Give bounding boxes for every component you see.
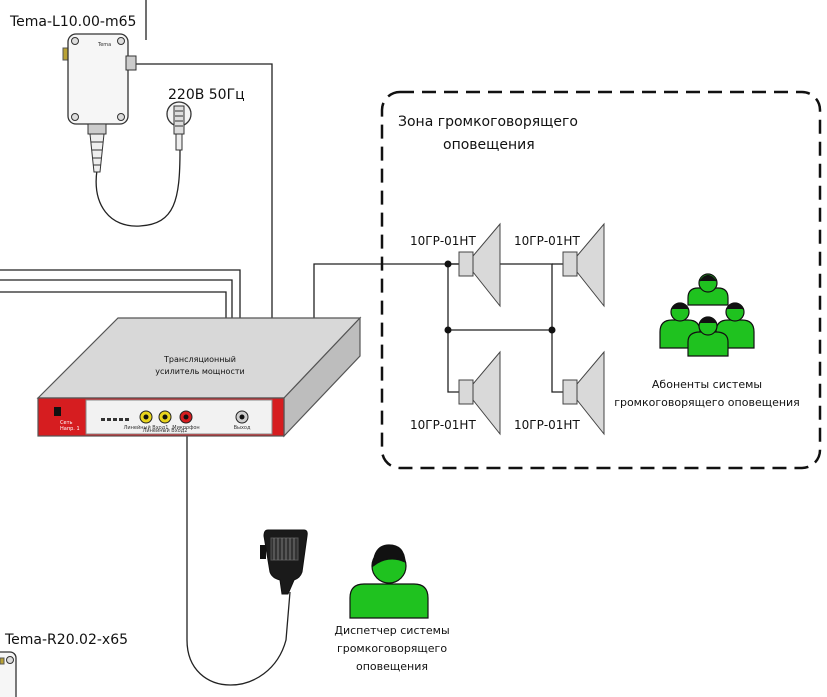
speaker-2[interactable]	[562, 222, 605, 308]
indicator-label-2: Напр. 1	[60, 426, 80, 432]
power-plug[interactable]	[166, 101, 192, 151]
amplifier[interactable]	[36, 316, 362, 438]
sensor-bottom-model: Tema-R20.02-x65	[4, 632, 128, 648]
dispatcher-label-1: Диспетчер системы	[334, 624, 449, 637]
speaker-1-label: 10ГР-01НТ	[410, 234, 476, 248]
speaker-bus-left	[447, 264, 460, 393]
jack-label-microphone: Микрофон	[172, 425, 199, 431]
zone-title-2: оповещения	[443, 137, 535, 153]
power-plug-label: 220В 50Гц	[168, 87, 245, 103]
speaker-4[interactable]	[562, 350, 605, 436]
microphone-cable	[186, 436, 291, 686]
dispatcher-label-3: оповещения	[356, 660, 428, 673]
jack-label-line2: Линейный Вход2	[143, 427, 188, 434]
amplifier-title-2: усилитель мощности	[155, 367, 244, 376]
left-wire-1	[0, 269, 241, 326]
zone-boundary	[380, 90, 822, 470]
dispatcher-icon	[349, 544, 429, 619]
sensor-top[interactable]: Tema	[62, 33, 137, 173]
jack-label-line1: Линейный Вход1	[124, 424, 169, 431]
sensor-top-model: Tema-L10.00-m65	[9, 14, 136, 30]
power-cable	[95, 149, 181, 227]
sensor-bottom[interactable]	[0, 651, 17, 697]
speaker-4-label: 10ГР-01НТ	[514, 418, 580, 432]
subscribers-group-icon	[659, 273, 755, 357]
speaker-3[interactable]	[458, 350, 501, 436]
subscribers-label-2: громкоговорящего оповещения	[614, 396, 800, 409]
dispatcher-label-2: громкоговорящего	[337, 642, 447, 655]
speaker-2-label: 10ГР-01НТ	[514, 234, 580, 248]
sensor-top-mini-label: Tema	[97, 42, 111, 48]
junctions	[444, 260, 556, 334]
amplifier-title-1: Трансляционный	[163, 355, 236, 364]
amp-to-speakers-cable	[313, 263, 448, 322]
left-wire-3	[0, 291, 227, 330]
subscribers-label-1: Абоненты системы	[652, 378, 762, 391]
speaker-3-label: 10ГР-01НТ	[410, 418, 476, 432]
microphone-icon[interactable]	[260, 529, 308, 595]
left-wire-2	[0, 279, 233, 328]
jack-label-output: Выход	[234, 425, 251, 431]
zone-title-1: Зона громкоговорящего	[398, 114, 578, 130]
speaker-bus-right	[448, 263, 566, 393]
sensor-to-amplifier-cable	[128, 63, 273, 318]
indicator-label-1: Сеть	[60, 420, 72, 426]
speaker-1[interactable]	[458, 222, 501, 308]
